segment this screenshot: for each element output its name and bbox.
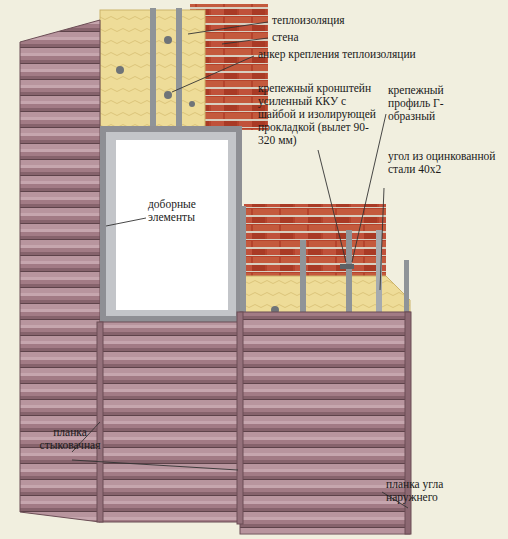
joint-strip (237, 312, 243, 524)
corner-angle (376, 230, 382, 320)
profile-label: крепежный профиль Г-образный (388, 84, 488, 123)
profile (240, 206, 246, 316)
profile (300, 240, 306, 320)
window-opening (116, 140, 228, 310)
profile (150, 8, 156, 135)
insulation-label: теплоизоляция (272, 14, 392, 27)
bracket (189, 101, 195, 107)
profile (346, 230, 352, 320)
leader-lines (72, 22, 408, 508)
joint-strip-label: планка стыковачная (30, 426, 110, 452)
trim-label: доборные элементы (148, 198, 218, 224)
anchor (164, 91, 172, 99)
window-trim (106, 132, 236, 316)
profile (176, 8, 182, 135)
anchor-label: анкер крепления теплоизоляции (258, 48, 498, 61)
window-frame (100, 126, 242, 322)
corner-strip-label: планка угла наружнего (386, 478, 496, 504)
bracket-label: крепежный кронштейн усиленный ККУ с шайб… (258, 82, 380, 147)
wall-label: стена (272, 31, 392, 44)
anchor (164, 36, 172, 44)
siding-panel (100, 322, 240, 522)
profile (404, 260, 409, 320)
siding-panel (240, 312, 410, 534)
corner-label: угол из оцинкованной стали 40х2 (388, 150, 498, 176)
anchor (116, 66, 124, 74)
bracket (340, 264, 354, 269)
